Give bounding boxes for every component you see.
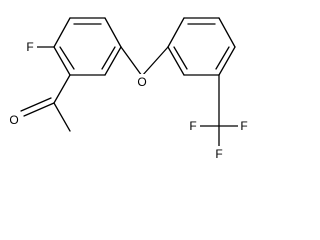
ring-a-double-bond-3: [59, 46, 75, 70]
atom-label-o-ketone: O: [9, 113, 18, 127]
ring-b-bond-4: [218, 46, 236, 76]
atom-label-f-ring: F: [26, 40, 33, 54]
left-benzene-ring: [53, 17, 122, 76]
ring-b-double-bond-3: [173, 46, 188, 70]
ring-a-bond-3: [104, 46, 122, 76]
molecule-svg: F O O F F F: [7, 17, 251, 162]
ring-b-bond-6: [167, 46, 185, 76]
atom-label-o-ether: O: [137, 75, 146, 89]
atom-label-f-cf3-bottom: F: [215, 147, 222, 161]
right-benzene-ring: [167, 17, 236, 76]
trifluoromethyl-group: [196, 74, 242, 149]
bond-ring-carbonyl: [53, 74, 71, 104]
bond-carbonyl-methyl: [53, 102, 71, 132]
atom-label-f-cf3-right: F: [240, 119, 247, 133]
atom-fluorine-cf3-bottom: F: [213, 146, 226, 162]
atom-fluorine-cf3-right: F: [238, 118, 251, 134]
ring-a-bond-6: [53, 17, 71, 48]
atom-oxygen-ether: O: [135, 74, 149, 90]
ring-b-bond-3: [218, 17, 236, 48]
atom-fluorine-ring: F: [24, 39, 37, 55]
carbonyl-double-bond-inner: [20, 97, 52, 112]
ring-a-double-bond-2: [101, 46, 116, 70]
ring-a-bond-5: [53, 46, 71, 76]
acetyl-group: [20, 74, 71, 132]
atom-oxygen-ketone: O: [7, 112, 21, 128]
bond-ether-oxygen-ring: [141, 46, 169, 77]
ring-b-double-bond-2: [215, 46, 230, 70]
ring-b-bond-1: [167, 17, 185, 48]
bond-ring-ether-oxygen: [120, 46, 143, 77]
molecule-structure-canvas: F O O F F F: [7, 17, 251, 162]
atom-fluorine-cf3-left: F: [187, 118, 200, 134]
carbonyl-double-bond-outer: [23, 102, 55, 117]
atom-label-f-cf3-left: F: [189, 119, 196, 133]
ring-a-bond-2: [104, 17, 122, 48]
